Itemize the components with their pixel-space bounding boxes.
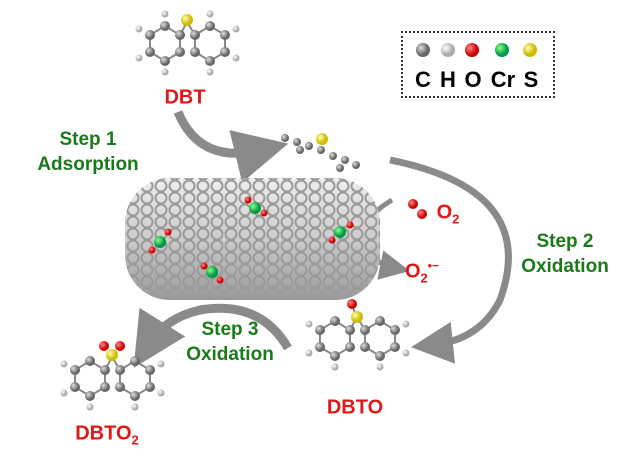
step3-action: Oxidation bbox=[186, 344, 274, 365]
legend-label-s: S bbox=[523, 67, 539, 92]
step3-title: Step 3 bbox=[201, 319, 259, 340]
adsorbed-dbt-molecule bbox=[281, 133, 360, 172]
dbto2-subscript: 2 bbox=[131, 432, 139, 448]
step2-title: Step 2 bbox=[536, 231, 594, 252]
step1-action: Adsorption bbox=[37, 154, 139, 175]
step1-title: Step 1 bbox=[59, 129, 117, 150]
legend-label-o: O bbox=[464, 67, 482, 92]
superoxide-main: O bbox=[404, 260, 421, 283]
step3-label: Step 3 Oxidation bbox=[186, 317, 274, 367]
legend-atom-balls bbox=[416, 43, 537, 57]
o2-main: O bbox=[436, 201, 453, 224]
o2-label: O2 bbox=[437, 202, 460, 227]
superoxide-subscript: 2 bbox=[420, 270, 428, 286]
legend-label-c: C bbox=[415, 67, 431, 92]
dbto2-main: DBTO bbox=[75, 422, 132, 445]
dbt-label: DBT bbox=[164, 86, 206, 109]
atom-legend: C H O Cr S bbox=[401, 31, 555, 98]
step2-arrow bbox=[389, 156, 512, 364]
superoxide-label: O2•− bbox=[405, 259, 439, 286]
legend-label-h: H bbox=[440, 67, 456, 92]
legend-label-cr: Cr bbox=[490, 67, 516, 92]
step1-arrow bbox=[173, 110, 289, 183]
o2-subscript: 2 bbox=[452, 211, 460, 227]
step2-action: Oxidation bbox=[521, 256, 609, 277]
dbto2-molecule bbox=[60, 341, 165, 411]
dbto2-label: DBTO2 bbox=[75, 423, 139, 448]
dbt-molecule bbox=[135, 10, 240, 76]
step3-arrow bbox=[133, 303, 292, 368]
dbto-molecule bbox=[305, 299, 410, 371]
step1-label: Step 1 Adsorption bbox=[37, 127, 138, 177]
superoxide-charge: •− bbox=[427, 258, 440, 273]
o2-molecule bbox=[408, 199, 427, 219]
carbon-nanotube bbox=[125, 178, 380, 300]
dbto-label: DBTO bbox=[326, 396, 384, 419]
step2-label: Step 2 Oxidation bbox=[521, 229, 609, 279]
